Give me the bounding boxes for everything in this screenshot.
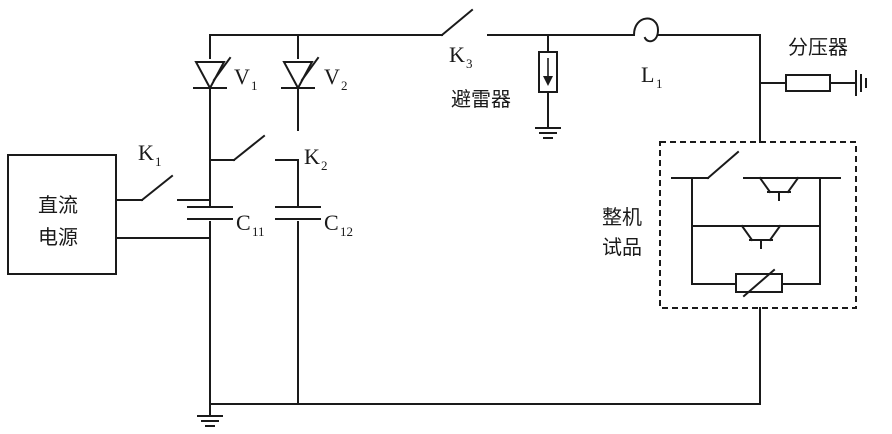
wires-left: [115, 34, 761, 417]
divider-label: 分压器: [788, 35, 848, 59]
test-object-label-line2: 试品: [602, 235, 642, 259]
dc-source-label-line2: 电源: [38, 225, 78, 249]
k3-subscript: 3: [466, 56, 473, 71]
v2-subscript: 2: [341, 78, 348, 93]
switch-k1: K 1: [138, 140, 174, 202]
inductor-l1: L 1: [632, 17, 761, 91]
c11-subscript: 11: [252, 224, 265, 239]
k2-subscript: 2: [321, 158, 328, 173]
k1-subscript: 1: [155, 154, 162, 169]
thyristor-v1: V 1: [193, 56, 258, 93]
arrester-label: 避雷器: [451, 87, 511, 111]
capacitor-c12: C 12: [275, 196, 353, 239]
ground-icon: [197, 415, 223, 427]
l1-label: L: [641, 62, 654, 87]
c12-subscript: 12: [340, 224, 353, 239]
wires-right: [759, 34, 787, 405]
voltage-divider: 分压器: [785, 35, 867, 96]
c11-label: C: [236, 210, 251, 235]
k1-label: K: [138, 140, 154, 165]
v1-label: V: [234, 64, 250, 89]
v1-subscript: 1: [251, 78, 258, 93]
v2-label: V: [324, 64, 340, 89]
test-object: 整机 试品: [602, 141, 857, 309]
thyristor-v2: V 2: [281, 56, 348, 93]
k2-label: K: [304, 144, 320, 169]
switch-k2: K 2: [232, 134, 328, 173]
dc-source-label-line1: 直流: [38, 193, 78, 217]
l1-subscript: 1: [656, 76, 663, 91]
switch-k3: K 3: [440, 8, 635, 71]
k3-label: K: [449, 42, 465, 67]
c12-label: C: [324, 210, 339, 235]
surge-arrester: 避雷器: [451, 34, 561, 139]
test-object-label-line1: 整机: [602, 205, 642, 229]
dc-power-supply: 直流 电源: [7, 154, 117, 275]
capacitor-c11: C 11: [187, 196, 265, 239]
